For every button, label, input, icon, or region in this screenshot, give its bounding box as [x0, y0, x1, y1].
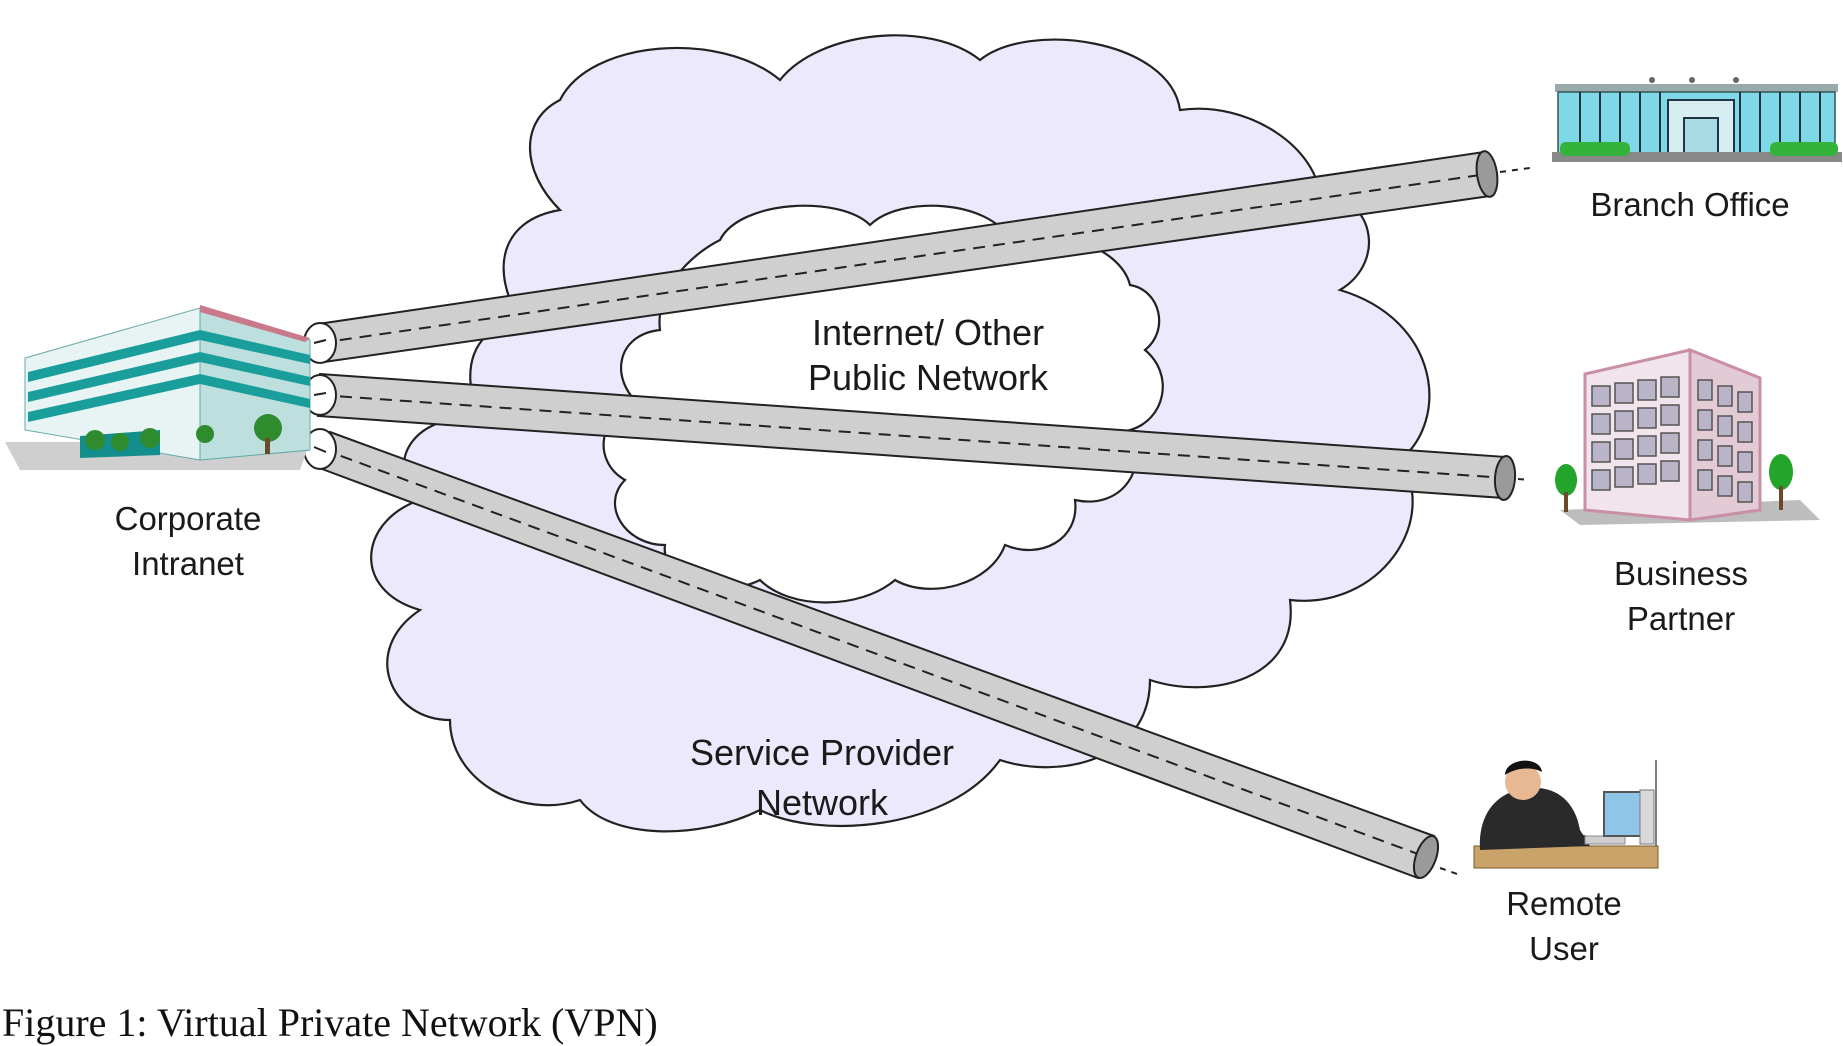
branch-office-label: Branch Office [1590, 186, 1789, 223]
tunnel-endpoints [303, 322, 337, 470]
corporate-building-icon [5, 305, 311, 470]
remote-user-label-line2: User [1529, 930, 1599, 967]
remote-user-label-line1: Remote [1506, 885, 1622, 922]
branch-office-building-icon [1552, 77, 1842, 162]
tunnel-branch-office [316, 150, 1531, 364]
figure-caption: Figure 1: Virtual Private Network (VPN) [2, 1000, 658, 1045]
business-partner-label-line2: Partner [1627, 600, 1735, 637]
business-partner-label-line1: Business [1614, 555, 1748, 592]
public-network-label-line1: Internet/ Other [812, 312, 1044, 353]
corporate-label-line2: Intranet [132, 545, 244, 582]
service-provider-label-line2: Network [756, 782, 889, 823]
public-network-label-line2: Public Network [808, 357, 1049, 398]
remote-user-icon [1473, 760, 1659, 869]
corporate-label-line1: Corporate [115, 500, 262, 537]
business-partner-building-icon [1555, 347, 1820, 525]
service-provider-label-line1: Service Provider [690, 732, 954, 773]
